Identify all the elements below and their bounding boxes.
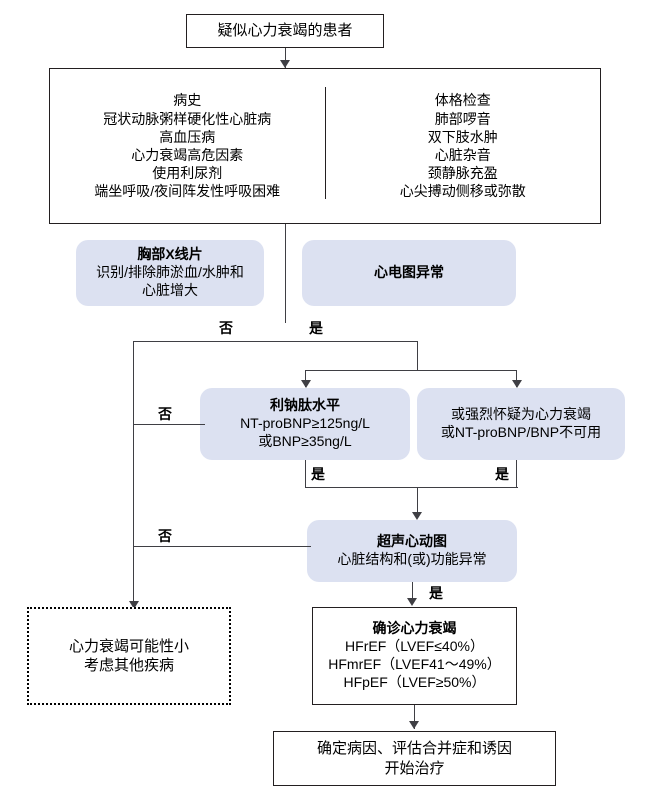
node-suspected-hf-patient[interactable]: 疑似心力衰竭的患者 (186, 14, 384, 48)
edge-bus-tests (133, 341, 418, 343)
node-physical-exam: 体格检查 肺部啰音 双下肢水肿 心脏杂音 颈静脉充盈 心尖搏动侧移或弥散 (326, 69, 601, 223)
node-treatment[interactable]: 确定病因、评估合并症和诱因 开始治疗 (273, 731, 556, 786)
node-physical-exam-item-4: 心尖搏动侧移或弥散 (399, 183, 526, 200)
node-strong-suspicion-item-0: 或强烈怀疑为心力衰竭 (451, 406, 591, 423)
assessment-panel-divider (324, 87, 326, 199)
node-physical-exam-title: 体格检查 (434, 92, 491, 109)
edge-fork-left-drop (305, 370, 307, 387)
node-treatment-item-1: 开始治疗 (384, 759, 445, 777)
edge-left-spine (133, 341, 135, 607)
node-natriuretic-peptide-title: 利钠肽水平 (270, 397, 340, 414)
node-natriuretic-peptide-item-0: NT-proBNP≥125ng/L (240, 415, 370, 432)
node-natriuretic-peptide[interactable]: 利钠肽水平 NT-proBNP≥125ng/L 或BNP≥35ng/L (200, 388, 410, 460)
node-assessment-panel[interactable]: 病史 冠状动脉粥样硬化性心脏病 高血压病 心力衰竭高危因素 使用利尿剂 端坐呼吸… (49, 68, 601, 224)
node-echocardiogram-title: 超声心动图 (377, 533, 447, 550)
node-confirmed-hf-item-1: HFmrEF（LVEF41〜49%） (328, 656, 501, 672)
arrowhead-to-treatment (409, 721, 419, 729)
edge-bus-right-drop (416, 341, 418, 371)
arrowhead-to-confirmed-hf (407, 598, 417, 606)
node-chest-xray[interactable]: 胸部X线片 识别/排除肺淤血/水肿和 心脏增大 (76, 240, 264, 306)
node-physical-exam-item-2: 心脏杂音 (434, 147, 491, 163)
edge-label-echo-yes: 是 (429, 585, 443, 601)
node-history-title: 病史 (173, 92, 202, 109)
node-physical-exam-item-1: 双下肢水肿 (427, 128, 498, 145)
edge-label-xray-no: 否 (219, 320, 233, 336)
edge-fork-natriuretic (305, 370, 517, 372)
node-confirmed-hf-item-0: HFrEF（LVEF≤40%） (345, 638, 484, 655)
edge-label-strong-yes: 是 (495, 466, 509, 482)
node-natriuretic-peptide-item-1: 或BNP≥35ng/L (258, 432, 352, 449)
node-strong-suspicion-item-1: 或NT-proBNP/BNP不可用 (440, 424, 602, 440)
node-history-item-4: 端坐呼吸/夜间阵发性呼吸困难 (94, 183, 281, 200)
node-suspected-hf-patient-text: 疑似心力衰竭的患者 (217, 22, 353, 40)
node-confirmed-hf[interactable]: 确诊心力衰竭 HFrEF（LVEF≤40%） HFmrEF（LVEF41〜49%… (312, 607, 517, 705)
node-physical-exam-item-3: 颈静脉充盈 (427, 165, 498, 182)
edge-echo-to-confirmed (411, 582, 413, 604)
node-unlikely-hf[interactable]: 心力衰竭可能性小 考虑其他疾病 (27, 607, 231, 705)
edge-suspected-to-assessment (284, 48, 286, 68)
node-chest-xray-title: 胸部X线片 (137, 246, 203, 263)
node-history-item-3: 使用利尿剂 (152, 165, 223, 182)
node-confirmed-hf-title: 确诊心力衰竭 (372, 620, 457, 637)
node-chest-xray-item-1: 心脏增大 (142, 281, 198, 298)
arrowhead-suspected-to-assessment (280, 60, 290, 68)
arrowhead-to-echo (412, 512, 422, 520)
edge-label-echo-no: 否 (158, 528, 172, 544)
node-ecg-abnormal-title: 心电图异常 (374, 264, 444, 281)
node-history: 病史 冠状动脉粥样硬化性心脏病 高血压病 心力衰竭高危因素 使用利尿剂 端坐呼吸… (50, 69, 325, 223)
edge-bus-join-to-echo (304, 487, 518, 489)
arrowhead-to-natriuretic (300, 380, 311, 388)
node-treatment-item-0: 确定病因、评估合并症和诱因 (316, 740, 512, 758)
edge-assessment-to-tests (284, 224, 286, 323)
node-strong-suspicion[interactable]: 或强烈怀疑为心力衰竭 或NT-proBNP/BNP不可用 (417, 388, 625, 460)
edge-natriuretic-no-to-spine (133, 424, 205, 426)
arrowhead-left-spine-to-unlikely (128, 601, 139, 609)
arrowhead-to-strong-suspicion (511, 380, 522, 388)
node-echocardiogram-item-0: 心脏结构和(或)功能异常 (337, 551, 487, 567)
node-echocardiogram[interactable]: 超声心动图 心脏结构和(或)功能异常 (307, 520, 517, 582)
edge-strong-yes-drop (516, 460, 518, 488)
node-unlikely-hf-item-1: 考虑其他疾病 (83, 657, 174, 674)
edge-natriuretic-yes-drop (304, 460, 306, 488)
node-chest-xray-item-0: 识别/排除肺淤血/水肿和 (96, 264, 244, 281)
edge-join-to-echo (416, 487, 418, 518)
node-ecg-abnormal[interactable]: 心电图异常 (302, 240, 516, 306)
node-history-item-0: 冠状动脉粥样硬化性心脏病 (103, 110, 272, 127)
node-confirmed-hf-item-2: HFpEF（LVEF≥50%） (343, 673, 486, 690)
node-physical-exam-item-0: 肺部啰音 (434, 110, 491, 127)
node-unlikely-hf-item-0: 心力衰竭可能性小 (68, 637, 189, 655)
node-history-item-2: 心力衰竭高危因素 (131, 147, 244, 163)
edge-label-natriuretic-no: 否 (158, 406, 172, 422)
node-history-item-1: 高血压病 (159, 128, 216, 145)
edge-confirmed-to-treatment (413, 705, 415, 729)
edge-fork-right-drop (516, 370, 518, 387)
edge-label-ecg-yes: 是 (309, 320, 323, 336)
edge-echo-no-to-spine (133, 546, 311, 548)
edge-label-natriuretic-yes: 是 (311, 466, 325, 482)
